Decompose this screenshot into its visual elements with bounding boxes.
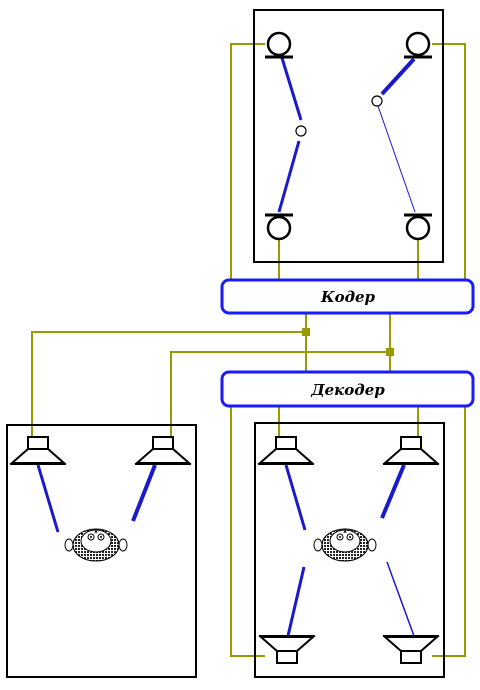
junction-dot bbox=[302, 328, 310, 336]
listener-head-icon bbox=[313, 528, 377, 562]
microphone-icon bbox=[402, 213, 434, 241]
sound-path bbox=[131, 464, 157, 522]
sound-path bbox=[277, 140, 301, 213]
sound-path bbox=[386, 561, 415, 637]
sound-path bbox=[284, 464, 307, 531]
wire-mic-top-left bbox=[230, 43, 265, 280]
encoder-label: Кодер bbox=[320, 288, 376, 306]
loudspeaker-icon bbox=[258, 635, 316, 664]
sound-path bbox=[380, 464, 406, 519]
quad-listening-room bbox=[254, 422, 445, 678]
wire-dec-rear-right bbox=[432, 406, 466, 657]
sound-path bbox=[286, 566, 306, 637]
microphone-icon bbox=[263, 31, 295, 59]
microphone-icon bbox=[402, 31, 434, 59]
encoder-block: Кодер bbox=[220, 278, 475, 315]
wire-junctions bbox=[302, 328, 394, 356]
loudspeaker-icon bbox=[382, 436, 440, 465]
recording-room bbox=[253, 9, 444, 263]
loudspeaker-icon bbox=[257, 436, 315, 465]
loudspeaker-icon bbox=[134, 436, 192, 465]
encoder-box bbox=[220, 278, 475, 315]
stereo-room-frame bbox=[6, 424, 197, 678]
wire-dec-rear-left bbox=[230, 406, 265, 657]
microphone-icon bbox=[263, 213, 295, 241]
wire-stereo-right bbox=[170, 351, 390, 437]
decoder-box bbox=[220, 370, 475, 408]
sound-source-dot bbox=[295, 125, 307, 137]
sound-path bbox=[380, 57, 416, 96]
sound-path bbox=[36, 464, 60, 533]
junction-dot bbox=[386, 348, 394, 356]
decoder-label: Декодер bbox=[310, 381, 385, 399]
loudspeaker-icon bbox=[9, 436, 67, 465]
sound-path bbox=[377, 105, 416, 213]
sound-source-dot bbox=[371, 95, 383, 107]
recording-room-frame bbox=[253, 9, 444, 263]
listener-head-icon bbox=[64, 528, 128, 562]
quad-room-frame bbox=[254, 422, 445, 678]
signal-wires bbox=[31, 43, 466, 657]
loudspeaker-icon bbox=[382, 635, 440, 664]
sound-path bbox=[280, 57, 303, 121]
wire-mic-top-right bbox=[432, 43, 466, 280]
decoder-block: Декодер bbox=[220, 370, 475, 408]
stereo-listening-room bbox=[6, 424, 197, 678]
wire-stereo-left bbox=[31, 331, 306, 437]
